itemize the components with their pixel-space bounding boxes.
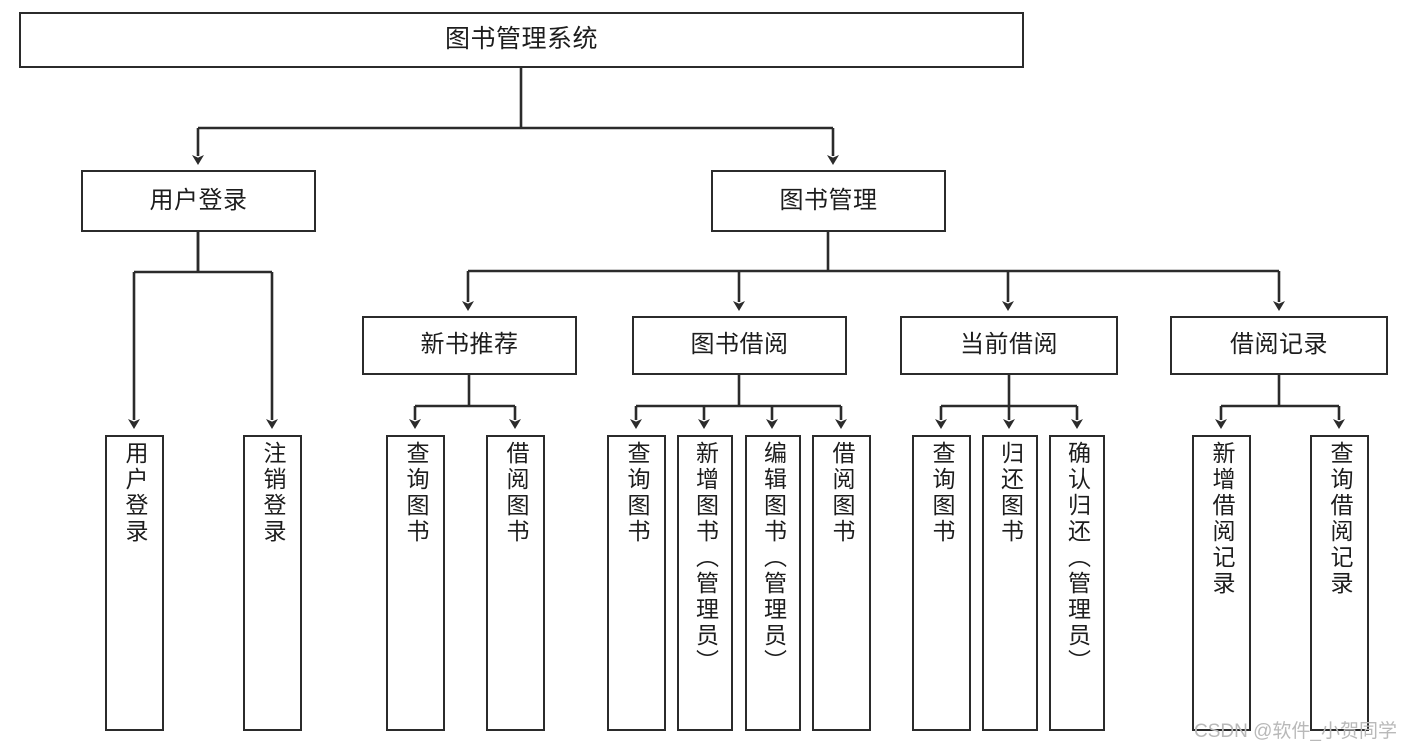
node-label: 当前借阅 <box>960 331 1058 359</box>
node-borrow-record[interactable]: 借阅记录 <box>1170 316 1388 375</box>
node-label: 图书管理 <box>779 186 878 214</box>
leaf-current-borrow-query-book[interactable]: 查询图书 <box>912 435 971 731</box>
leaf-current-borrow-return-book[interactable]: 归还图书 <box>982 435 1038 731</box>
node-label: 确认归还（管理员） <box>1064 441 1091 675</box>
leaf-book-borrow-query-book[interactable]: 查询图书 <box>607 435 666 731</box>
node-label: 查询借阅记录 <box>1327 441 1353 597</box>
node-label: 借阅图书 <box>829 441 855 545</box>
leaf-borrow-record-query-record[interactable]: 查询借阅记录 <box>1310 435 1369 731</box>
node-book-management[interactable]: 图书管理 <box>711 170 946 232</box>
node-label: 新增借阅记录 <box>1209 441 1235 597</box>
node-label: 图书借阅 <box>690 331 789 359</box>
node-label: 归还图书 <box>997 441 1024 545</box>
node-label: 用户登录 <box>122 441 148 545</box>
node-root-book-management-system[interactable]: 图书管理系统 <box>19 12 1024 68</box>
node-label: 查询图书 <box>624 441 650 545</box>
node-label: 新书推荐 <box>420 331 519 359</box>
node-current-borrow[interactable]: 当前借阅 <box>900 316 1118 375</box>
node-label: 借阅图书 <box>503 441 529 545</box>
csdn-watermark: CSDN @软件_小贺同学 <box>1194 721 1397 742</box>
node-label: 借阅记录 <box>1230 331 1328 359</box>
leaf-new-book-query-book[interactable]: 查询图书 <box>386 435 445 731</box>
leaf-borrow-record-add-record[interactable]: 新增借阅记录 <box>1192 435 1251 731</box>
node-label: 查询图书 <box>929 441 955 545</box>
leaf-book-borrow-add-book-admin[interactable]: 新增图书（管理员） <box>677 435 733 731</box>
leaf-new-book-borrow-book[interactable]: 借阅图书 <box>486 435 545 731</box>
node-label: 用户登录 <box>149 186 248 214</box>
node-book-borrow[interactable]: 图书借阅 <box>632 316 847 375</box>
node-user-login[interactable]: 用户登录 <box>81 170 316 232</box>
leaf-user-login-login[interactable]: 用户登录 <box>105 435 164 731</box>
leaf-user-login-logout[interactable]: 注销登录 <box>243 435 302 731</box>
leaf-book-borrow-edit-book-admin[interactable]: 编辑图书（管理员） <box>745 435 801 731</box>
node-label: 图书管理系统 <box>444 25 598 54</box>
leaf-book-borrow-borrow-book[interactable]: 借阅图书 <box>812 435 871 731</box>
node-new-book-recommendation[interactable]: 新书推荐 <box>362 316 577 375</box>
node-label: 编辑图书（管理员） <box>760 441 787 675</box>
node-label: 注销登录 <box>260 441 286 545</box>
leaf-current-borrow-confirm-return-admin[interactable]: 确认归还（管理员） <box>1049 435 1105 731</box>
node-label: 新增图书（管理员） <box>692 441 719 675</box>
node-label: 查询图书 <box>403 441 429 545</box>
